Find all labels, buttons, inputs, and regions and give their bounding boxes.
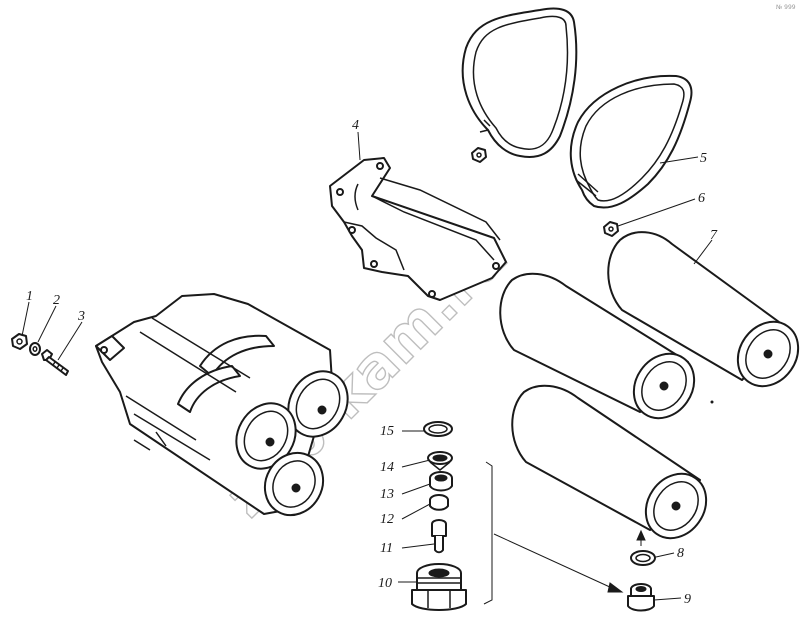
callout-11: 11 — [380, 541, 393, 556]
part-5-straps — [461, 7, 693, 209]
callout-10: 10 — [378, 576, 392, 591]
callout-labels: 1 2 3 4 5 6 7 8 9 10 11 12 13 14 15 — [26, 118, 718, 607]
callout-1: 1 — [26, 289, 33, 304]
part-10-valve-body — [411, 563, 467, 611]
callout-5: 5 — [700, 151, 707, 166]
callout-7: 7 — [710, 228, 718, 243]
part-13-spring-seat — [429, 471, 453, 492]
part-9-drain-plug — [627, 583, 655, 612]
corner-mark: № 999 — [776, 4, 796, 11]
receiver-assembly — [95, 293, 349, 517]
part-7-receivers — [499, 231, 800, 540]
callout-14: 14 — [380, 460, 394, 475]
callout-15: 15 — [380, 424, 394, 439]
leader-lines — [21, 131, 713, 601]
part-4-bracket — [329, 157, 507, 301]
assembly-bracket — [483, 461, 624, 605]
part-15-retaining-ring — [423, 421, 453, 437]
part-6-nuts — [471, 147, 619, 237]
callout-13: 13 — [380, 487, 394, 502]
callout-9: 9 — [684, 592, 691, 607]
callout-3: 3 — [77, 309, 85, 324]
part-2-washer — [29, 342, 41, 356]
callout-8: 8 — [677, 546, 684, 561]
part-12-valve-seal — [429, 494, 449, 511]
callout-4: 4 — [352, 118, 359, 133]
part-11-valve-stem — [431, 519, 447, 554]
part-8-sealing-ring — [630, 529, 656, 566]
callout-2: 2 — [53, 293, 60, 308]
callout-6: 6 — [698, 191, 705, 206]
part-14-spring — [427, 451, 453, 471]
callout-12: 12 — [380, 512, 394, 527]
part-1-nut — [11, 333, 28, 350]
part-3-bolt — [41, 349, 69, 376]
